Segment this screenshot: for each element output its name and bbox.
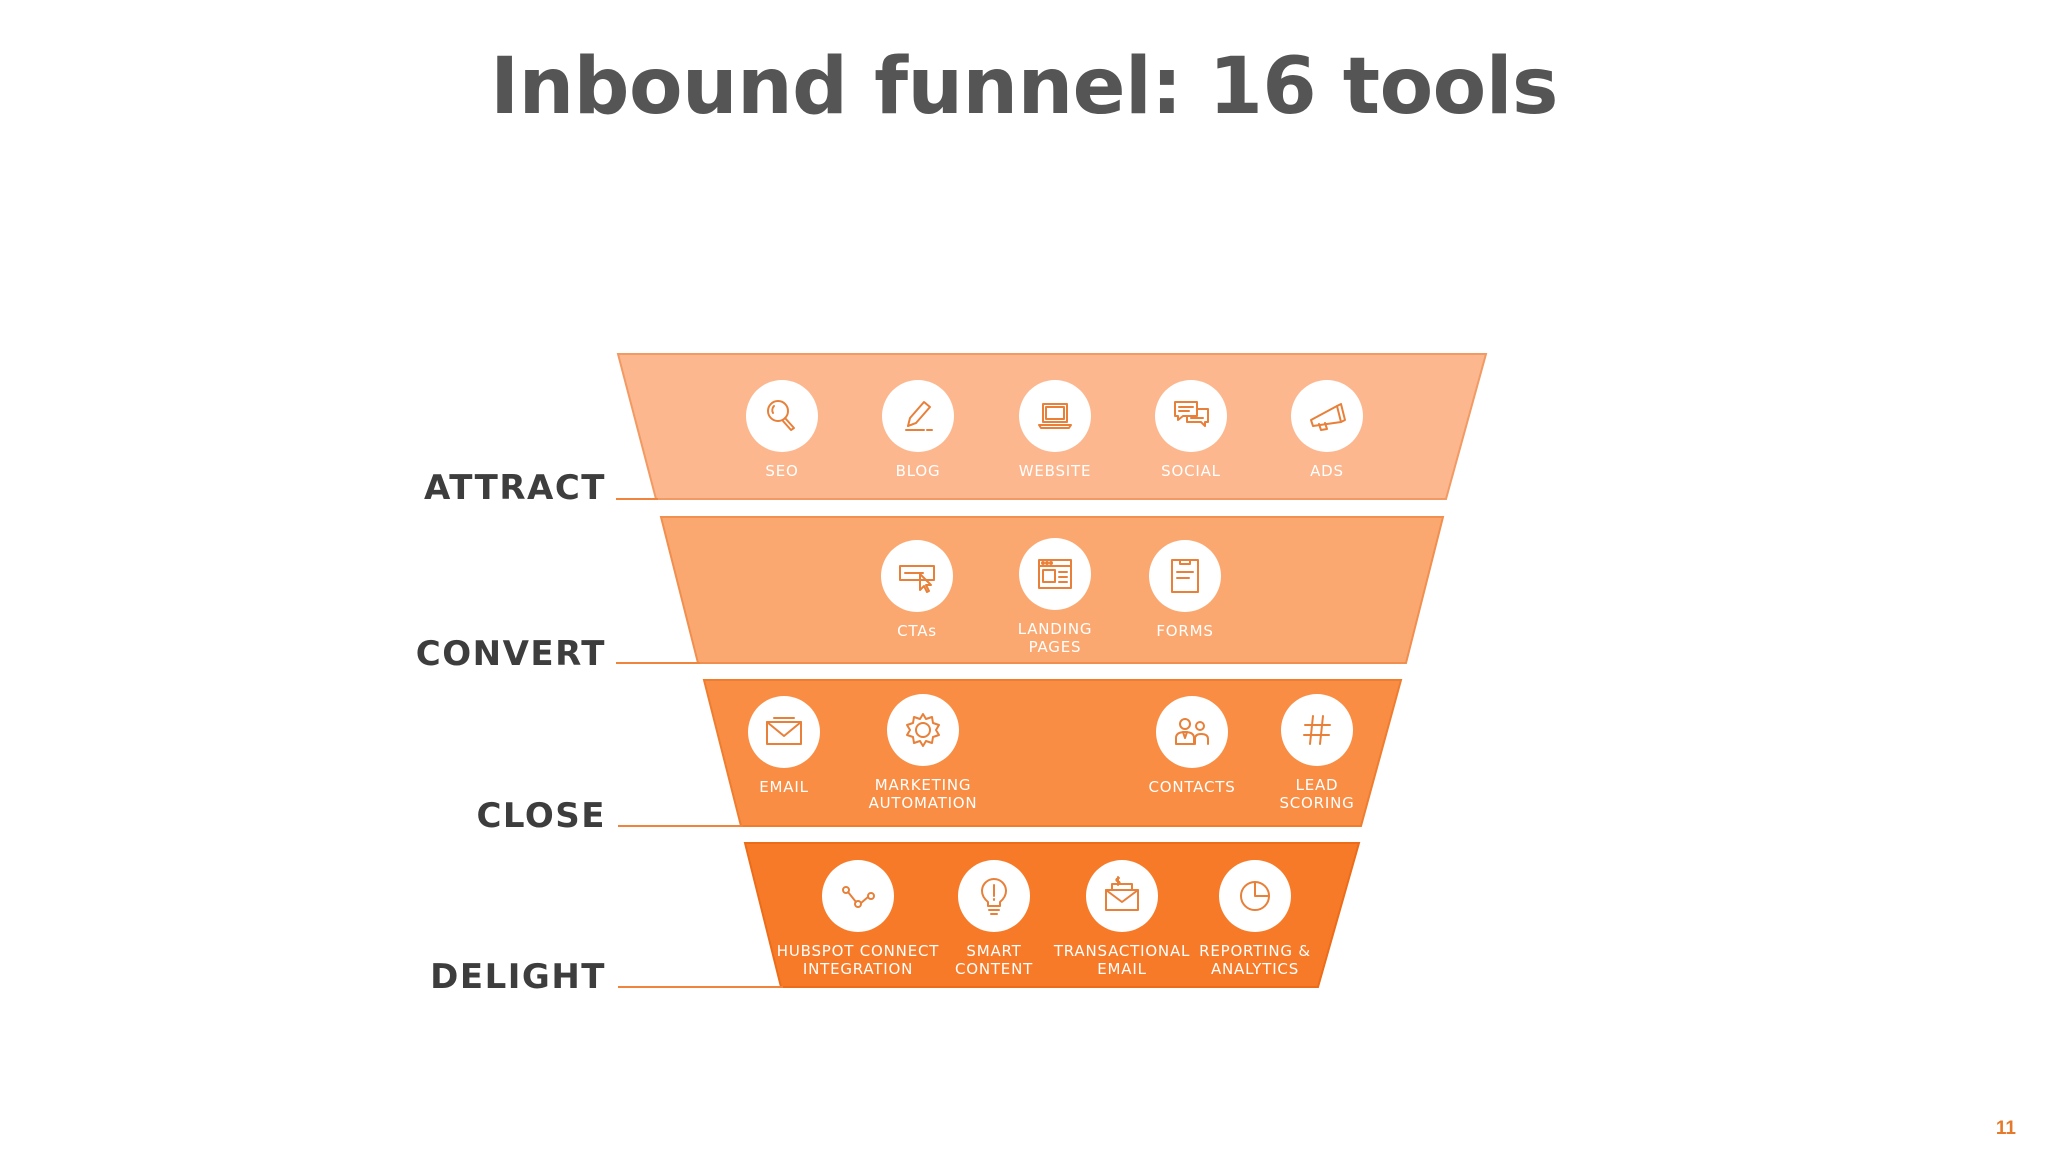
stage-label-close: CLOSE xyxy=(476,796,606,836)
tool-label: WEBSITE xyxy=(1018,462,1092,480)
tool-label: MARKETING AUTOMATION xyxy=(868,776,978,812)
tool-hubspot-connect-integration: HUBSPOT CONNECT INTEGRATION xyxy=(768,860,948,978)
chat-bubbles-icon xyxy=(1155,380,1227,452)
tool-transactional-email: TRANSACTIONAL EMAIL xyxy=(1032,860,1212,978)
funnel-band-delight xyxy=(743,842,1361,988)
pie-chart-icon xyxy=(1219,860,1291,932)
tool-blog: BLOG xyxy=(828,380,1008,480)
pencil-icon xyxy=(882,380,954,452)
magnifier-icon xyxy=(746,380,818,452)
tool-social: SOCIAL xyxy=(1101,380,1281,480)
tool-label: CTAs xyxy=(897,622,937,640)
stage-label-delight: DELIGHT xyxy=(430,957,606,997)
tool-label: EMAIL xyxy=(759,778,809,796)
envelope-icon xyxy=(748,696,820,768)
tool-label: LANDING PAGES xyxy=(1017,620,1093,656)
tool-label: SOCIAL xyxy=(1161,462,1221,480)
tool-label: SEO xyxy=(765,462,799,480)
tool-label: HUBSPOT CONNECT INTEGRATION xyxy=(776,942,940,978)
tool-website: WEBSITE xyxy=(965,380,1145,480)
tool-label: CONTACTS xyxy=(1148,778,1236,796)
tool-label: FORMS xyxy=(1156,622,1214,640)
cursor-click-icon xyxy=(881,540,953,612)
tool-lead-scoring: LEAD SCORING xyxy=(1227,694,1407,812)
stage-label-convert: CONVERT xyxy=(415,634,606,674)
slide-title: Inbound funnel: 16 tools xyxy=(490,42,1558,132)
tool-contacts: CONTACTS xyxy=(1102,696,1282,796)
tool-label: BLOG xyxy=(895,462,941,480)
tool-reporting-analytics: REPORTING & ANALYTICS xyxy=(1165,860,1345,978)
tool-marketing-automation: MARKETING AUTOMATION xyxy=(833,694,1013,812)
tool-ads: ADS xyxy=(1237,380,1417,480)
page-number: 11 xyxy=(1995,1118,2016,1139)
people-icon xyxy=(1156,696,1228,768)
connect-nodes-icon xyxy=(822,860,894,932)
tool-landing-pages: LANDING PAGES xyxy=(965,538,1145,656)
browser-page-icon xyxy=(1019,538,1091,610)
lightbulb-icon xyxy=(958,860,1030,932)
tool-label: REPORTING & ANALYTICS xyxy=(1199,942,1311,978)
tool-label: ADS xyxy=(1310,462,1344,480)
tool-ctas: CTAs xyxy=(827,540,1007,640)
tool-smart-content: SMART CONTENT xyxy=(904,860,1084,978)
tool-label: TRANSACTIONAL EMAIL xyxy=(1053,942,1191,978)
tool-label: LEAD SCORING xyxy=(1279,776,1355,812)
gear-icon xyxy=(887,694,959,766)
tool-forms: FORMS xyxy=(1095,540,1275,640)
form-icon xyxy=(1149,540,1221,612)
hashtag-icon xyxy=(1281,694,1353,766)
tool-seo: SEO xyxy=(692,380,872,480)
laptop-icon xyxy=(1019,380,1091,452)
money-envelope-icon xyxy=(1086,860,1158,932)
tool-email: EMAIL xyxy=(694,696,874,796)
megaphone-icon xyxy=(1291,380,1363,452)
stage-label-attract: ATTRACT xyxy=(424,468,606,508)
funnel-band-close xyxy=(702,679,1403,827)
tool-label: SMART CONTENT xyxy=(954,942,1034,978)
